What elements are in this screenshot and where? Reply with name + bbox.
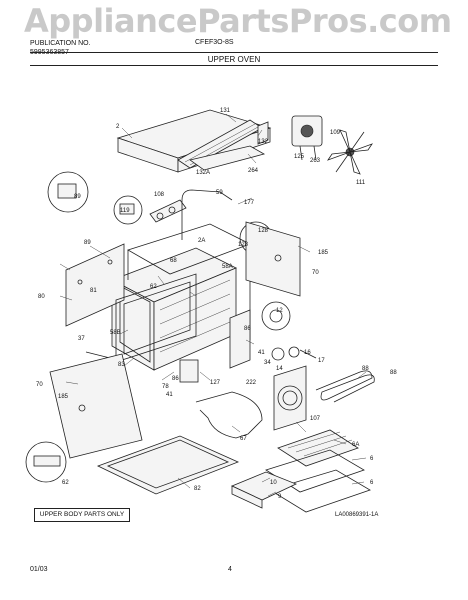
callout-6a: 6A — [352, 442, 359, 448]
oven-light-part — [261, 301, 291, 331]
part-callouts: 2 131 132 132A 264 89 108 119 59 177 128… — [36, 108, 397, 500]
callout-88-b: 88 — [390, 370, 397, 376]
callout-58a: 58A — [222, 264, 233, 270]
callout-177: 177 — [244, 200, 255, 206]
callout-82: 82 — [194, 486, 201, 492]
element-bracket-part — [149, 199, 187, 223]
callout-131: 131 — [220, 108, 231, 114]
callout-6: 6 — [370, 456, 374, 462]
callout-70-a: 70 — [312, 270, 319, 276]
callout-17: 17 — [318, 358, 325, 364]
header-rule-bottom — [30, 65, 438, 66]
control-bracket-part — [179, 309, 251, 383]
callout-132a: 132A — [196, 170, 210, 176]
detail-inset-left — [47, 171, 143, 225]
callout-34: 34 — [264, 360, 271, 366]
model-number: CFEF3O-8S — [195, 39, 234, 46]
upper-body-parts-box: UPPER BODY PARTS ONLY — [34, 508, 130, 522]
section-title: UPPER OVEN — [207, 55, 261, 64]
callout-185-a: 185 — [318, 250, 329, 256]
callout-67: 67 — [240, 436, 247, 442]
hinge-part — [85, 351, 111, 359]
callout-222: 222 — [246, 380, 257, 386]
callout-62: 62 — [150, 284, 157, 290]
callout-89: 89 — [74, 194, 81, 200]
callout-111: 111 — [356, 180, 366, 186]
callout-125: 125 — [294, 154, 305, 160]
drawing-reference: LA00869391-1A — [335, 512, 379, 518]
callout-9: 9 — [278, 494, 282, 500]
callout-109: 109 — [330, 130, 341, 136]
callout-127: 127 — [210, 380, 221, 386]
publication-label: PUBLICATION NO. — [30, 40, 91, 47]
callout-263: 263 — [310, 158, 321, 164]
callout-86-a: 86 — [244, 326, 251, 332]
callout-128-b: 128 — [238, 242, 249, 248]
callout-108: 108 — [154, 192, 165, 198]
callout-78: 78 — [162, 384, 169, 390]
callout-86-b: 86 — [172, 376, 179, 382]
callout-89-b: 89 — [84, 240, 91, 246]
vent-tube-part — [181, 189, 233, 240]
callout-2a: 2A — [198, 238, 205, 244]
callout-70-b: 70 — [36, 382, 43, 388]
callout-68: 68 — [170, 258, 177, 264]
fan-blade-part — [326, 129, 374, 175]
side-panel-part — [49, 353, 143, 459]
broil-pan-part — [231, 471, 298, 509]
callout-83: 83 — [118, 362, 125, 368]
callout-128-a: 128 — [258, 228, 269, 234]
oven-cavity-part — [111, 247, 237, 371]
callout-62-b: 62 — [62, 480, 69, 486]
callout-185-b: 185 — [58, 394, 69, 400]
footer-date: 01/03 — [30, 566, 48, 573]
callout-88: 88 — [362, 366, 369, 372]
callout-81: 81 — [90, 288, 97, 294]
callout-119: 119 — [120, 208, 130, 214]
callout-132: 132 — [258, 139, 269, 145]
bake-element-part — [195, 391, 263, 439]
front-frame-part — [115, 273, 197, 363]
callout-12: 12 — [276, 308, 283, 314]
callout-264: 264 — [248, 168, 259, 174]
callout-58b: 58B — [110, 330, 121, 336]
callout-59: 59 — [216, 190, 223, 196]
callout-14: 14 — [276, 366, 283, 372]
callout-2: 2 — [116, 124, 120, 130]
left-side-panel-part — [65, 243, 125, 327]
burner-inset — [25, 441, 67, 483]
callout-10: 10 — [270, 480, 277, 486]
page-number: 4 — [228, 566, 232, 573]
callout-107: 107 — [310, 416, 321, 422]
convection-motor-part — [291, 115, 323, 161]
vent-trim-part — [177, 119, 269, 169]
rear-panel-part — [245, 221, 301, 297]
callout-41-b: 41 — [166, 392, 173, 398]
convection-element-part — [315, 370, 375, 403]
sensor-part — [271, 346, 317, 361]
callout-6-b: 6 — [370, 480, 374, 486]
bottom-panel-part — [96, 435, 240, 495]
header-rule-top — [30, 52, 438, 53]
callout-37: 37 — [78, 336, 85, 342]
bracket-part — [189, 145, 266, 171]
fan-cover-part — [273, 365, 307, 431]
leader-lines — [59, 113, 367, 497]
watermark: AppliancePartsPros.com — [24, 2, 452, 40]
callout-41: 41 — [258, 350, 265, 356]
callout-16: 16 — [304, 350, 311, 356]
callout-80: 80 — [38, 294, 45, 300]
